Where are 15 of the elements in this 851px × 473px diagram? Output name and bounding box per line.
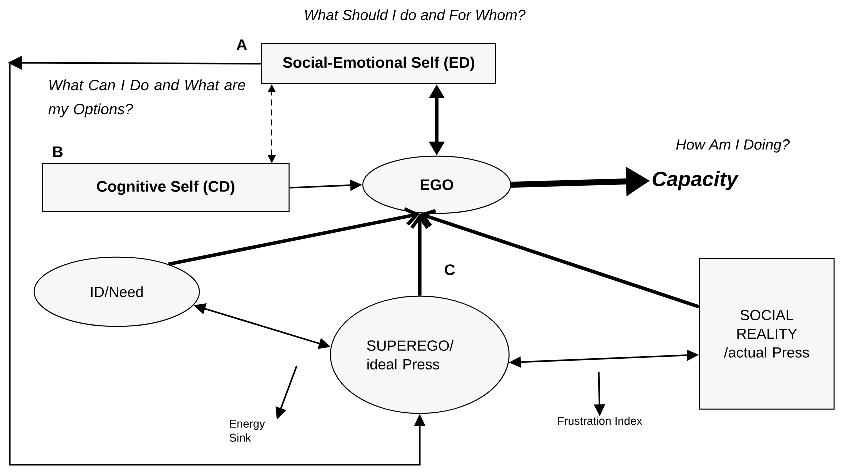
letter-label: B	[54, 146, 63, 158]
edge-label: What Can I Do and What are my Options?	[48, 80, 246, 118]
result-text: Capacity	[652, 171, 739, 191]
index-text: Frustration Index	[558, 416, 642, 426]
reality-box: SOCIAL REALITY /actual Press	[699, 258, 835, 410]
sink-text: Energy Sink	[230, 420, 266, 442]
question-text: How Am I Doing?	[676, 139, 790, 153]
edge-label: C	[445, 264, 456, 276]
process-box: Cognitive Self (CD)	[42, 164, 290, 212]
question-text: What Should I do and For Whom?	[305, 10, 526, 20]
arrow	[420, 209, 700, 309]
arrow	[410, 214, 430, 296]
letter-label: A	[236, 40, 248, 50]
arrow	[168, 207, 420, 266]
process-box: Social-Emotional Self (ED)	[262, 44, 496, 84]
